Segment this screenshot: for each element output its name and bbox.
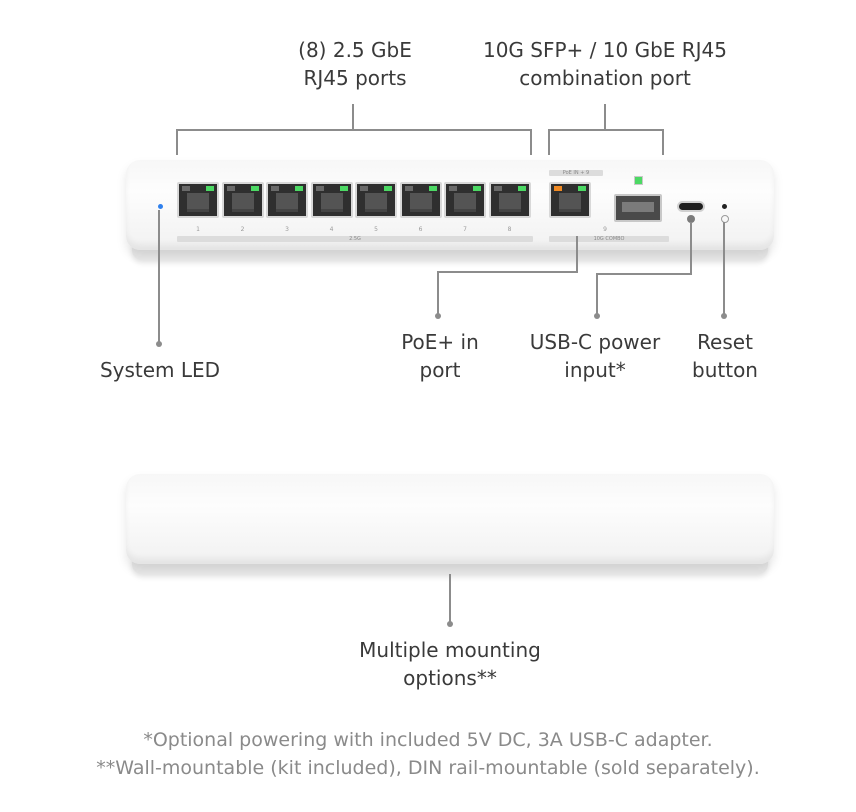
rj45-ports-label: (8) 2.5 GbE RJ45 ports <box>250 36 460 92</box>
port-number: 5 <box>374 226 378 233</box>
poe-in-strip: PoE IN + 9 <box>549 170 603 176</box>
rj45-ports-label-line2: RJ45 ports <box>303 66 407 90</box>
mounting-line <box>449 574 451 624</box>
port-led-right <box>295 186 303 191</box>
port-number: 8 <box>507 226 512 233</box>
rj45-port-4 <box>310 182 353 218</box>
reset-button <box>722 204 727 209</box>
rj45-port-3 <box>266 182 308 218</box>
port-led-left <box>182 186 190 191</box>
switch-top-view <box>126 474 774 564</box>
rj45-bracket-left <box>176 129 178 155</box>
switch-front-view: 1 2 3 4 5 6 7 8 2.5G PoE IN + 9 9 10G COMBO <box>126 160 774 250</box>
mounting-label-line2: options** <box>403 666 497 690</box>
port-led-left <box>271 186 279 191</box>
rj45-port-strip: 2.5G <box>177 236 533 242</box>
combo-bracket-top <box>548 129 664 131</box>
port-led-right <box>339 186 348 191</box>
sfp-cage <box>614 194 662 222</box>
combo-port-label-line2: combination port <box>519 66 691 90</box>
usb-line-horizontal <box>596 273 692 275</box>
usb-line-vertical-bottom <box>596 273 598 316</box>
combo-port-label: 10G SFP+ / 10 GbE RJ45 combination port <box>460 36 750 92</box>
port-led-right <box>517 186 526 191</box>
rj45-port-1 <box>177 182 219 218</box>
reset-label: Reset button <box>680 328 770 384</box>
combo-strip: 10G COMBO <box>549 236 669 242</box>
system-led-label-line1: System LED <box>99 358 221 382</box>
usb-c-power-icon <box>687 215 695 223</box>
rj45-strip-label: 2.5G <box>349 236 361 242</box>
reset-label-line1: Reset <box>697 330 753 354</box>
rj45-port-2 <box>221 182 264 218</box>
rj45-port-5 <box>355 182 397 218</box>
port-led-right <box>428 186 437 191</box>
poe-in-port <box>549 182 591 218</box>
port-led-left <box>493 186 502 191</box>
rj45-port-8 <box>488 182 531 218</box>
port-number: 4 <box>329 226 334 233</box>
rj45-port-6 <box>399 182 442 218</box>
poe-line-horizontal <box>437 271 578 273</box>
system-led-dot <box>156 341 162 347</box>
port-led-left <box>360 186 368 191</box>
usb-c-label: USB-C power input* <box>515 328 675 384</box>
system-led-line <box>158 210 160 344</box>
rj45-bracket-top <box>176 129 532 131</box>
footnote-usb-adapter: *Optional powering with included 5V DC, … <box>143 729 713 751</box>
rj45-ports-label-line1: (8) 2.5 GbE <box>298 38 412 62</box>
combo-strip-label: 10G COMBO <box>593 236 625 242</box>
port-led-right <box>206 186 214 191</box>
mounting-label: Multiple mounting options** <box>330 636 570 692</box>
mounting-label-line1: Multiple mounting <box>359 638 541 662</box>
port-led-right <box>384 186 392 191</box>
combo-port-label-line1: 10G SFP+ / 10 GbE RJ45 <box>482 38 727 62</box>
reset-label-line2: button <box>692 358 758 382</box>
usb-line-vertical-top <box>690 222 692 274</box>
port-led-right <box>473 186 481 191</box>
system-led-label: System LED <box>80 356 240 384</box>
reset-dot <box>721 313 727 319</box>
reset-line <box>723 222 725 316</box>
combo-bracket-left <box>548 129 550 155</box>
port-number: 6 <box>418 226 423 233</box>
sfp-led <box>634 176 643 185</box>
port-led-left <box>404 186 413 191</box>
port-number: 7 <box>463 226 467 233</box>
port-led-left <box>449 186 457 191</box>
mounting-dot <box>447 621 453 627</box>
port-number: 3 <box>285 226 289 233</box>
footnote-mounting: **Wall-mountable (kit included), DIN rai… <box>96 757 760 779</box>
system-led <box>158 204 163 209</box>
port-number: 2 <box>240 226 245 233</box>
poe-dot <box>435 313 441 319</box>
combo-bracket-stem <box>604 104 606 130</box>
usb-c-port <box>677 201 705 212</box>
poe-in-label: PoE+ in port <box>380 328 500 384</box>
poe-in-label-line1: PoE+ in <box>401 330 479 354</box>
port-led-left <box>226 186 235 191</box>
port-led-right <box>250 186 259 191</box>
poe-line-vertical-bottom <box>437 271 439 316</box>
poe-in-label-line2: port <box>419 358 461 382</box>
port-number: 1 <box>196 226 200 233</box>
poe-line-vertical-top <box>576 236 578 272</box>
combo-bracket-right <box>662 129 664 155</box>
rj45-bracket-stem <box>352 104 354 130</box>
usb-c-label-line2: input* <box>564 358 626 382</box>
poe-in-strip-label: PoE IN + 9 <box>562 170 590 176</box>
port9-number: 9 <box>603 226 607 233</box>
rj45-bracket-right <box>530 129 532 155</box>
reset-icon <box>721 215 729 223</box>
port-led-left <box>315 186 324 191</box>
rj45-port-7 <box>444 182 486 218</box>
usb-dot <box>594 313 600 319</box>
usb-c-label-line1: USB-C power <box>529 330 661 354</box>
